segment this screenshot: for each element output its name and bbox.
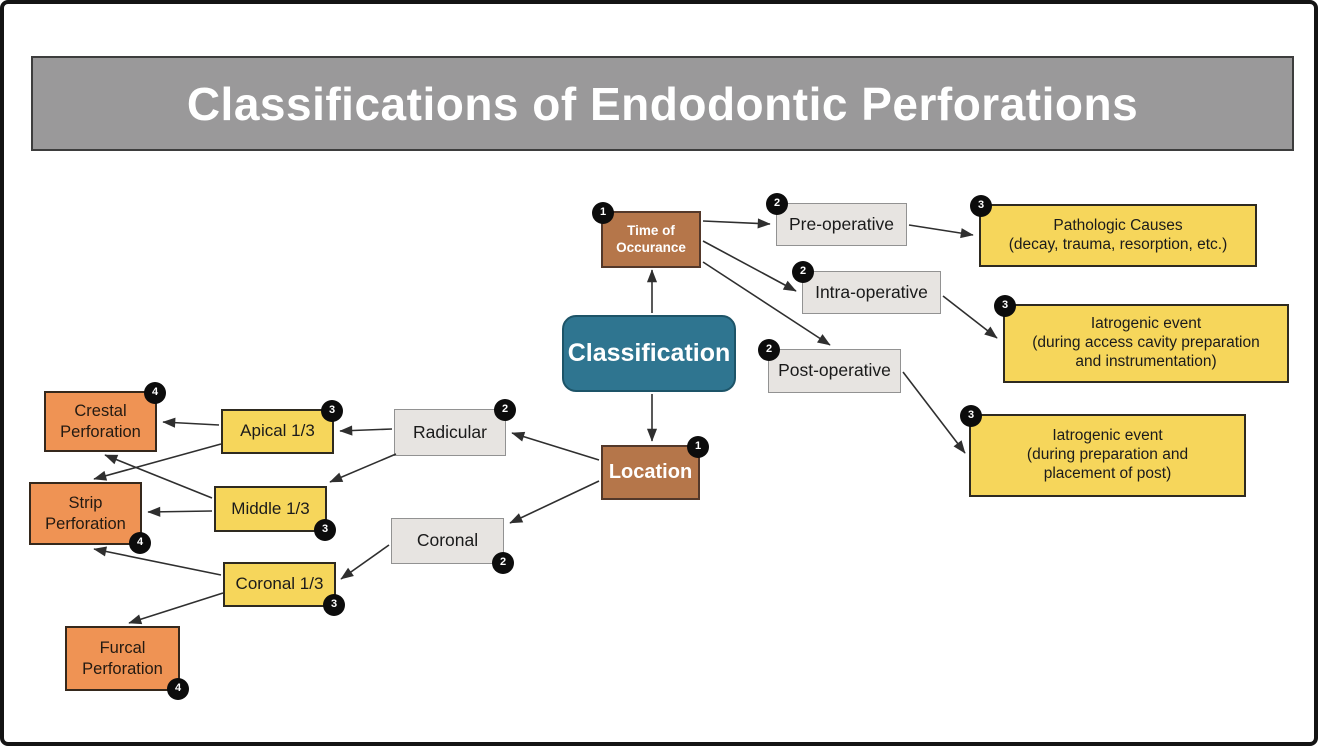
edge-location-radicular [511,431,600,461]
badge-3: 3 [994,295,1016,317]
node-apical-third: 3 Apical 1/3 [221,400,343,454]
node-coronal-third: 3 Coronal 1/3 [223,562,345,616]
node-furcal-perforation: 4 Furcal Perforation [65,626,189,700]
badge-4: 4 [129,532,151,554]
node-pre-operative: 2 Pre-operative [766,193,907,246]
badge-3: 3 [970,195,992,217]
edge-coronal-third-furcal [128,592,224,625]
node-post-operative-label: Post-operative [778,360,891,381]
edge-middle-strip [147,506,213,517]
node-strip-perforation-label: Strip Perforation [45,494,126,533]
node-coronal-third-label: Coronal 1/3 [235,574,324,594]
node-iatrogenic-post: 3 Iatrogenic event (during preparation a… [960,405,1246,497]
page-title: Classifications of Endodontic Perforatio… [31,56,1294,151]
edge-coronal-third-strip [93,546,222,576]
badge-2: 2 [766,193,788,215]
badge-3: 3 [960,405,982,427]
badge-4: 4 [167,678,189,700]
badge-3: 3 [321,400,343,422]
node-middle-third: 3 Middle 1/3 [214,486,336,541]
page-title-text: Classifications of Endodontic Perforatio… [186,77,1139,130]
node-intra-operative-label: Intra-operative [815,281,928,302]
node-time-of-occurance-label: Time of Occurance [616,223,686,255]
badge-2: 2 [492,552,514,574]
edge-radicular-middle [329,453,397,483]
badge-3: 3 [323,594,345,616]
node-classification: Classification [562,315,736,392]
node-radicular-label: Radicular [413,421,487,442]
node-classification-label: Classification [567,339,731,368]
badge-2: 2 [758,339,780,361]
edge-location-coronal [509,480,600,524]
node-pre-operative-label: Pre-operative [788,213,895,234]
badge-1: 1 [687,436,709,458]
node-post-operative: 2 Post-operative [758,339,901,393]
node-apical-third-label: Apical 1/3 [240,421,315,441]
node-furcal-perforation-label: Furcal Perforation [82,639,163,678]
badge-2: 2 [792,261,814,283]
node-middle-third-label: Middle 1/3 [231,498,310,518]
node-crestal-perforation: 4 Crestal Perforation [44,382,166,452]
edge-postoperative-iatrogenic-post [902,371,966,454]
node-iatrogenic-post-label: Iatrogenic event (during preparation and… [1026,427,1189,482]
edge-coronal-coronal-third [340,544,390,580]
edge-radicular-apical [339,425,393,436]
edge-preoperative-pathologic [908,224,974,239]
node-location-label: Location [608,461,693,484]
node-coronal: 2 Coronal [391,518,514,574]
node-strip-perforation: 4 Strip Perforation [29,482,151,554]
edge-occurance-intraoperative [702,240,797,292]
node-crestal-perforation-label: Crestal Perforation [60,402,141,441]
edge-apical-crestal [162,417,220,428]
badge-4: 4 [144,382,166,404]
edge-occurance-preoperative [702,218,771,229]
node-iatrogenic-access-label: Iatrogenic event (during access cavity p… [1032,315,1260,370]
node-intra-operative: 2 Intra-operative [792,261,941,314]
node-coronal-label: Coronal [416,530,479,551]
node-radicular: 2 Radicular [394,399,516,456]
badge-2: 2 [494,399,516,421]
node-pathologic-causes-label: Pathologic Causes (decay, trauma, resorp… [1008,216,1228,253]
badge-1: 1 [592,202,614,224]
node-iatrogenic-access: 3 Iatrogenic event (during access cavity… [994,295,1289,383]
node-location: 1 Location [601,436,709,500]
node-time-of-occurance: 1 Time of Occurance [592,202,701,268]
node-pathologic-causes: 3 Pathologic Causes (decay, trauma, reso… [970,195,1257,267]
edge-intraoperative-iatrogenic-access [942,295,998,339]
badge-3: 3 [314,519,336,541]
